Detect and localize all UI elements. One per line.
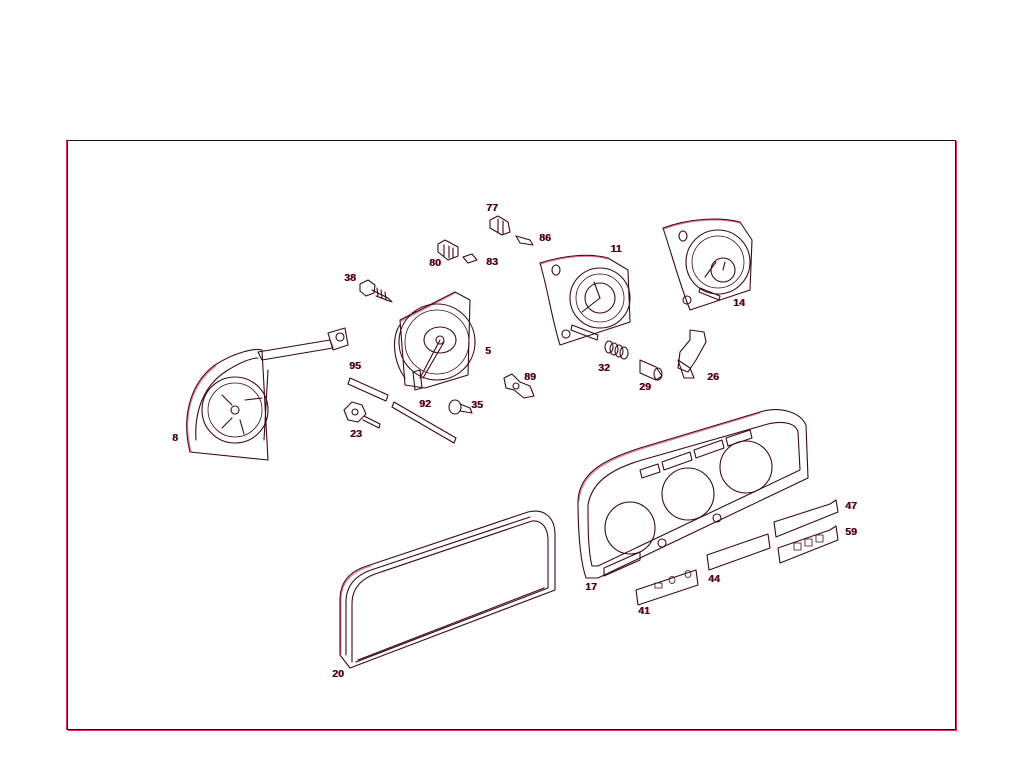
part-label-14[interactable]: 14 (733, 296, 745, 309)
part-59-warning-strip[interactable] (777, 525, 839, 564)
part-label-32[interactable]: 32 (598, 361, 610, 374)
part-11-clock-gauge[interactable] (539, 254, 631, 346)
part-label-26[interactable]: 26 (707, 370, 719, 383)
part-26-reset-lever[interactable] (677, 329, 707, 379)
part-14-tachometer[interactable] (662, 218, 753, 311)
part-label-77[interactable]: 77 (486, 201, 498, 214)
part-label-11[interactable]: 11 (610, 242, 622, 255)
part-label-95[interactable]: 95 (349, 359, 361, 372)
part-83-bulb[interactable] (462, 253, 478, 264)
part-label-80[interactable]: 80 (429, 256, 441, 269)
part-80-bulb-socket[interactable] (437, 239, 459, 261)
part-89-clip[interactable] (503, 373, 535, 399)
part-label-41[interactable]: 41 (638, 604, 650, 617)
part-label-47[interactable]: 47 (845, 499, 857, 512)
part-17-cluster-housing[interactable] (577, 409, 809, 579)
part-label-29[interactable]: 29 (639, 380, 651, 393)
part-label-44[interactable]: 44 (708, 572, 720, 585)
part-92-rod[interactable] (391, 401, 457, 444)
part-label-23[interactable]: 23 (350, 427, 362, 440)
part-20-glass[interactable] (339, 510, 556, 669)
part-label-38[interactable]: 38 (344, 271, 356, 284)
part-label-17[interactable]: 17 (585, 580, 597, 593)
part-5-speedometer[interactable] (394, 291, 476, 391)
part-44-cover-strip[interactable] (706, 533, 771, 571)
part-32-spring[interactable] (604, 340, 629, 360)
part-label-86[interactable]: 86 (539, 231, 551, 244)
part-label-5[interactable]: 5 (485, 344, 491, 357)
part-label-83[interactable]: 83 (486, 255, 498, 268)
part-23-connector[interactable] (343, 401, 381, 429)
part-label-89[interactable]: 89 (524, 370, 536, 383)
part-77-bulb-socket[interactable] (489, 215, 511, 236)
part-label-59[interactable]: 59 (845, 525, 857, 538)
part-86-bulb[interactable] (515, 235, 534, 246)
part-label-92[interactable]: 92 (419, 397, 431, 410)
part-label-20[interactable]: 20 (332, 667, 344, 680)
part-29-knob[interactable] (639, 359, 663, 381)
part-8-combination-gauge[interactable] (186, 327, 349, 461)
part-38-screw[interactable] (359, 279, 393, 303)
diagram-frame (67, 140, 956, 730)
part-35-screw[interactable] (448, 399, 473, 415)
part-47-cover-strip[interactable] (773, 499, 839, 538)
part-95-rod[interactable] (347, 377, 389, 402)
part-41-indicator-strip[interactable] (635, 569, 699, 606)
part-label-35[interactable]: 35 (471, 398, 483, 411)
part-label-8[interactable]: 8 (172, 431, 178, 444)
